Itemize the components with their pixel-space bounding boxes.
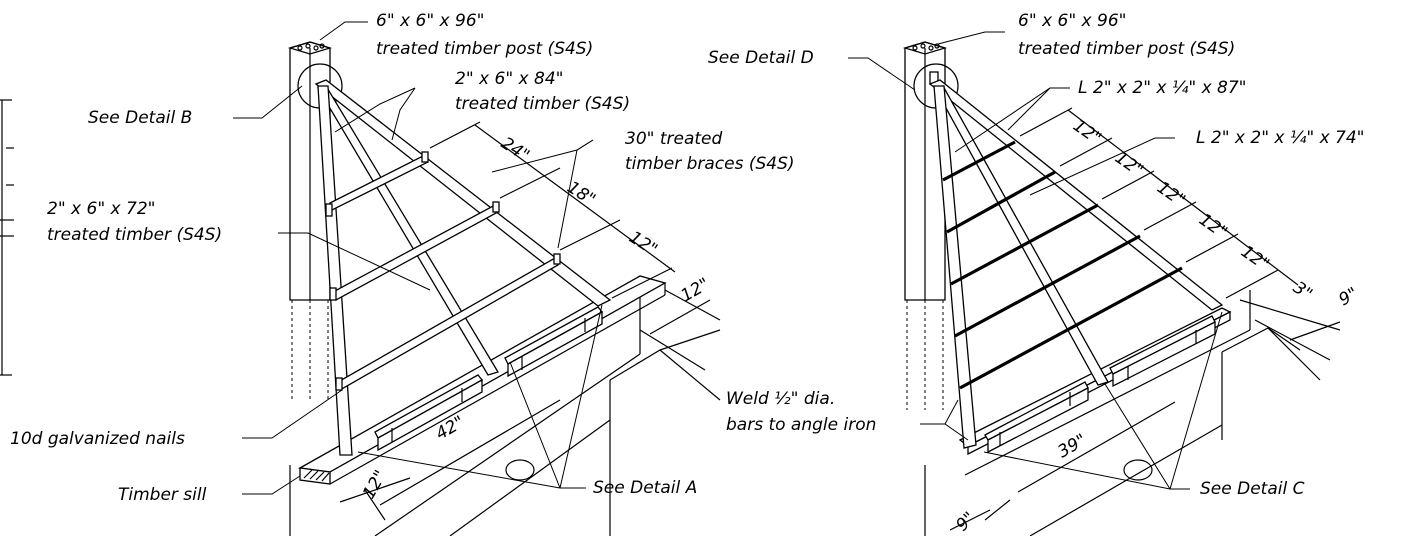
left-timber-84-label-line1: 2" x 6" x 84" [455,69,563,89]
left-sill-cleats [374,306,603,452]
right-detail-d-label: See Detail D [708,48,814,68]
right-weld-label-line1: Weld ½" dia. [726,389,835,409]
right-excavation [924,290,1331,536]
right-angle-87-label: L 2" x 2" x ¼" x 87" [1078,78,1247,98]
left-dim-12-upper: 12" [625,227,661,260]
left-detail-a-label: See Detail A [593,478,697,498]
right-post-label-line2: treated timber post (S4S) [1018,39,1235,59]
left-timber-72-label-line1: 2" x 6" x 72" [47,199,155,219]
right-base-angle [958,307,1232,456]
left-leaders [233,21,603,495]
right-dimensions [984,107,1341,521]
left-braces-label-line2: timber braces (S4S) [625,154,795,174]
right-assembly: 6" x 6" x 96" treated timber post (S4S) … [708,11,1365,536]
right-post-label-line1: 6" x 6" x 96" [1018,11,1126,31]
left-edge-dimension [0,99,14,376]
left-upright-72 [317,85,353,456]
left-post-label-line1: 6" x 6" x 96" [376,11,484,31]
left-braces [325,151,561,391]
left-nails-label: 10d galvanized nails [10,429,185,449]
left-dim-12-bottom: 12" [359,467,391,503]
left-dim-18: 18" [563,177,599,210]
left-diagonal-84 [314,79,612,307]
left-dim-24: 24" [497,133,533,166]
left-dimensions [339,121,721,521]
right-dim-12-b: 12" [1111,148,1147,181]
right-diagonal-angle [928,79,1224,311]
right-dim-39: 39" [1055,430,1091,462]
right-detail-c-label: See Detail C [1200,479,1305,499]
left-detail-b-label: See Detail B [88,108,192,128]
right-dim-9-right: 9" [1336,284,1362,311]
right-dim-9-bottom: 9" [952,508,979,535]
left-excavation [289,290,721,536]
right-dim-12-d: 12" [1195,210,1231,243]
left-timber-84-label-line2: treated timber (S4S) [455,94,630,114]
left-inner-diagonal [316,85,499,376]
right-angle-74-label: L 2" x 2" x ¼" x 74" [1196,128,1365,148]
right-dim-12-a: 12" [1069,116,1105,149]
right-welded-bars [942,140,1183,390]
left-post-label-line2: treated timber post (S4S) [376,39,593,59]
right-timber-post [902,41,959,410]
right-dim-12-e: 12" [1237,242,1273,275]
left-timber-72-label-line2: treated timber (S4S) [47,225,222,245]
right-dim-12-c: 12" [1153,178,1189,211]
right-weld-label-line2: bars to angle iron [726,415,876,435]
left-assembly: 6" x 6" x 96" treated timber post (S4S) … [0,11,795,536]
left-braces-label-line1: 30" treated [625,129,723,149]
right-upright-angle [933,85,977,449]
right-leaders [848,31,1223,490]
left-sill-label: Timber sill [118,485,207,505]
